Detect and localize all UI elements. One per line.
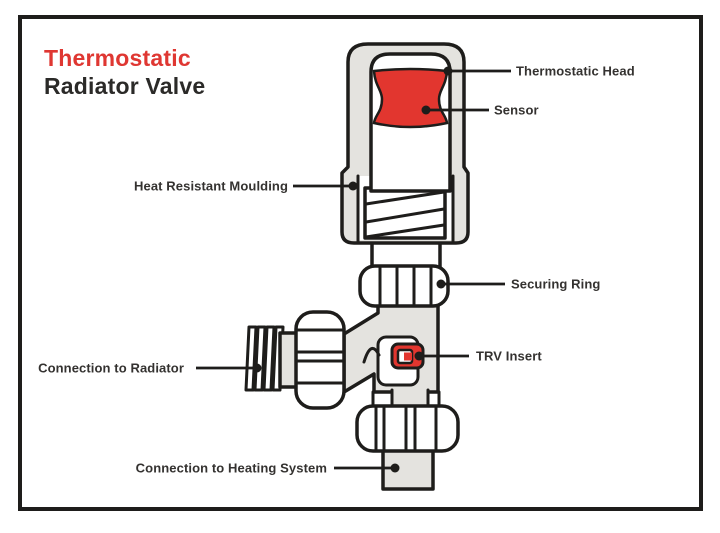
diagram-title: Thermostatic Radiator Valve [44,44,205,100]
label-heat-resistant-moulding: Heat Resistant Moulding [134,178,288,194]
leader-dot-connection-to-heating-system [390,463,400,473]
leader-dot-heat-resistant-moulding [348,181,358,191]
leader-dot-securing-ring [436,279,446,289]
label-sensor: Sensor [494,102,539,118]
moulding-hatch-line [364,207,446,224]
diagram-frame [18,15,703,511]
trv-insert-clip-notch [404,352,412,361]
moulding-hatch-line [364,223,446,239]
radiator-thread-rib [262,325,276,392]
leader-dot-trv-insert [414,351,424,361]
label-trv-insert: TRV Insert [476,348,542,364]
leader-dot-sensor [421,105,431,115]
label-connection-to-heating-system: Connection to Heating System [135,460,327,476]
title-line-1: Thermostatic [44,45,191,71]
label-connection-to-radiator: Connection to Radiator [38,360,184,376]
title-line-2: Radiator Valve [44,73,206,99]
pocket-wave [362,346,381,364]
leader-dot-thermostatic-head [443,66,453,76]
label-securing-ring: Securing Ring [511,276,601,292]
leader-dot-connection-to-radiator [252,363,262,373]
moulding-hatch-line [364,190,446,206]
label-thermostatic-head: Thermostatic Head [516,63,635,79]
securing-ring-part [358,264,450,308]
valve-sensor [372,67,449,129]
